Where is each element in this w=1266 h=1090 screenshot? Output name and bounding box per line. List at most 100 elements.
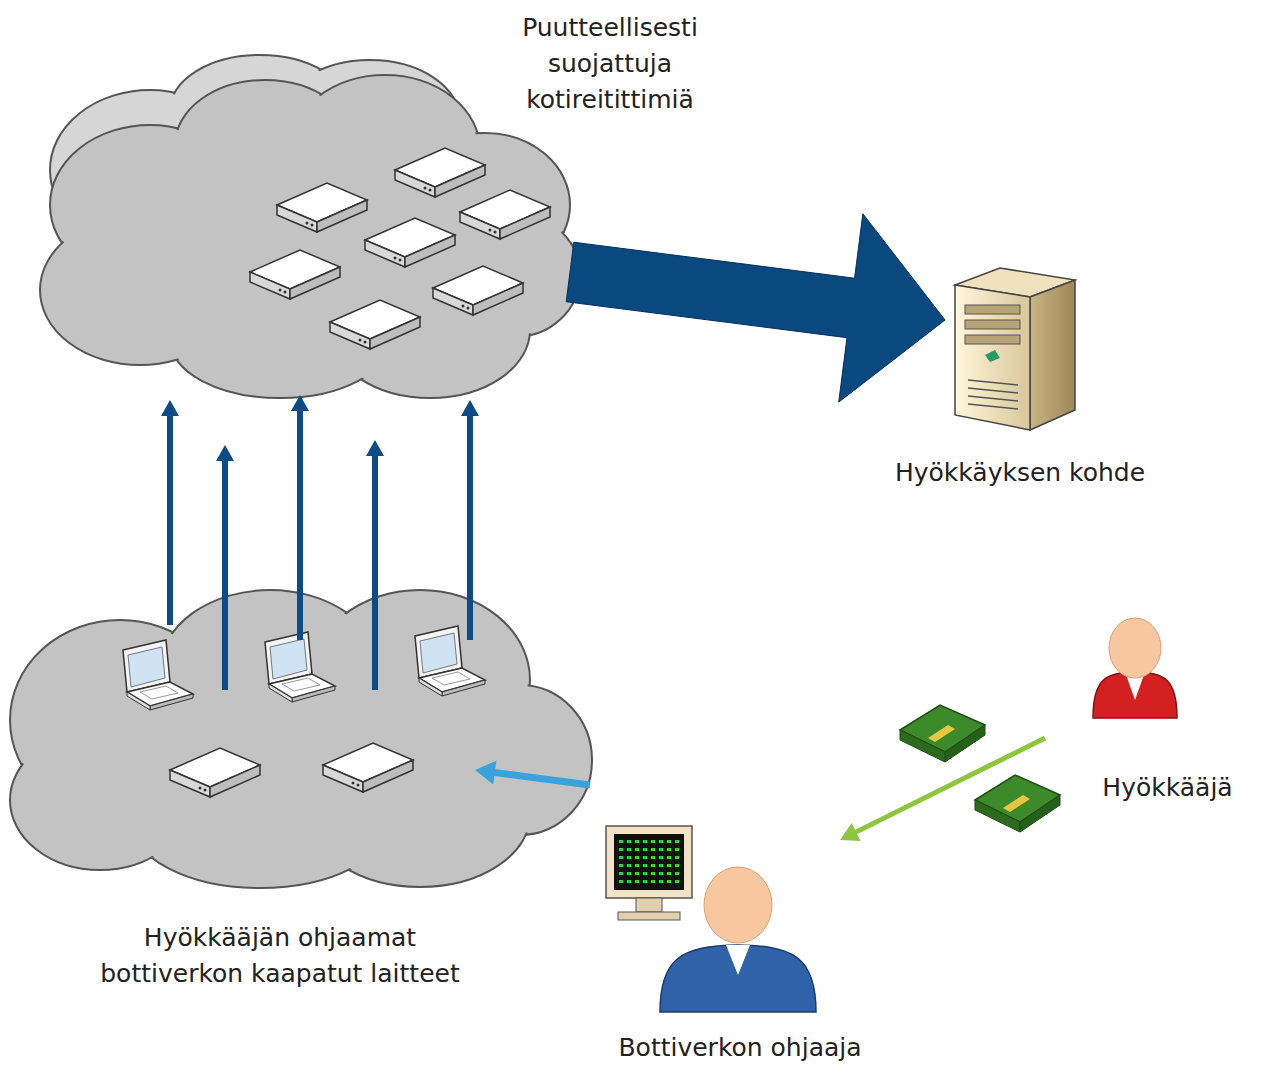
connector-arrow <box>291 395 309 640</box>
arrow-shaft <box>297 409 303 640</box>
screen-dot <box>667 872 671 875</box>
screen-dot <box>643 848 647 851</box>
shape-rect <box>618 912 680 920</box>
connector-arrow <box>366 440 384 690</box>
shape-polygon <box>1003 795 1030 812</box>
screen-dot <box>667 864 671 867</box>
screen-dot <box>643 872 647 875</box>
screen-dot <box>659 856 663 859</box>
screen-dot <box>659 848 663 851</box>
shape-polygon <box>985 350 1000 362</box>
botnet-cloud: Hyökkääjän ohjaamat bottiverkon kaapatut… <box>0 580 600 1030</box>
screen-dot <box>619 856 623 859</box>
arrow-head <box>840 823 861 841</box>
screen-dot <box>651 872 655 875</box>
connector-arrow <box>161 400 179 625</box>
connector-arrow <box>840 738 1045 841</box>
shape-rect <box>965 335 1020 344</box>
screen-dot <box>659 872 663 875</box>
screen-dot <box>635 848 639 851</box>
node-label: Puutteellisesti suojattuja kotireitittim… <box>480 10 740 118</box>
screen-dot <box>675 840 679 843</box>
shape-path <box>726 945 750 975</box>
shape-rect <box>606 826 692 898</box>
screen-dot <box>675 848 679 851</box>
shape-g <box>968 380 1018 409</box>
shape-path <box>660 945 816 1012</box>
shape-polygon <box>1030 280 1075 430</box>
big-arrow <box>566 214 945 402</box>
arrow-shaft <box>467 414 473 640</box>
screen-dot <box>627 840 631 843</box>
screen-dot <box>659 864 663 867</box>
shape-use <box>415 626 485 696</box>
shape-use <box>460 190 550 239</box>
screen-dot <box>635 872 639 875</box>
arrow-shaft <box>493 772 590 785</box>
screen-dot <box>627 848 631 851</box>
shape-use <box>330 300 420 349</box>
arrow-head <box>161 400 179 416</box>
arrow-shaft <box>167 414 173 625</box>
screen-dot <box>651 880 655 883</box>
shape-rect <box>965 305 1020 314</box>
shape-polygon <box>928 725 955 742</box>
attacker-figure <box>1093 618 1177 718</box>
router-cloud: Puutteellisesti suojattuja kotireitittim… <box>40 5 720 405</box>
shape-line <box>968 380 1018 385</box>
target-server: Hyökkäyksen kohde <box>850 265 1190 505</box>
screen-dot <box>675 856 679 859</box>
screen-dot <box>643 856 647 859</box>
screen-dot <box>675 864 679 867</box>
screen-dot <box>667 880 671 883</box>
screen-dot <box>627 880 631 883</box>
screen-dot <box>619 864 623 867</box>
botnet-controller: Bottiverkon ohjaaja <box>580 815 900 1080</box>
screen-dot <box>619 872 623 875</box>
screen-dot <box>635 864 639 867</box>
screen-dot <box>659 840 663 843</box>
shape-use <box>433 266 523 315</box>
screen-dot <box>667 848 671 851</box>
shape-ellipse <box>704 867 772 943</box>
arrow-shaft <box>372 454 378 690</box>
screen-dot <box>675 880 679 883</box>
screen-dot <box>635 840 639 843</box>
shape-g <box>42 77 578 396</box>
shape-g <box>40 75 580 398</box>
screen-dot <box>675 872 679 875</box>
screen-dot <box>627 856 631 859</box>
screen-dot <box>651 864 655 867</box>
arrow-head <box>366 440 384 456</box>
shape-line <box>968 404 1018 409</box>
shape-g <box>619 840 679 883</box>
router-cloud <box>40 55 580 398</box>
server-icon <box>955 268 1075 430</box>
attacker: Hyökkääjä <box>1075 615 1260 815</box>
shape-line <box>968 388 1018 393</box>
shape-use <box>277 183 367 232</box>
shape-rect <box>965 320 1020 329</box>
node-label: Hyökkääjän ohjaamat bottiverkon kaapatut… <box>100 920 460 992</box>
shape-use <box>365 218 455 267</box>
arrow-head <box>461 400 479 416</box>
shape-ellipse <box>1109 618 1161 678</box>
node-label: Hyökkäyksen kohde <box>850 455 1190 491</box>
screen-dot <box>635 880 639 883</box>
connector-arrow <box>461 400 479 640</box>
shape-use <box>323 743 413 792</box>
arrow-head <box>475 761 496 785</box>
node-label: Bottiverkon ohjaaja <box>580 1030 900 1066</box>
screen-dot <box>667 840 671 843</box>
shape-path <box>1093 672 1177 718</box>
screen-dot <box>627 872 631 875</box>
screen-dot <box>659 880 663 883</box>
shape-use <box>170 748 260 797</box>
screen-dot <box>643 880 647 883</box>
arrow-head <box>291 395 309 411</box>
shape-line <box>968 396 1018 401</box>
shape-rect <box>636 898 662 912</box>
connector-arrow <box>566 214 945 402</box>
screen-dot <box>619 848 623 851</box>
screen-dot <box>643 864 647 867</box>
